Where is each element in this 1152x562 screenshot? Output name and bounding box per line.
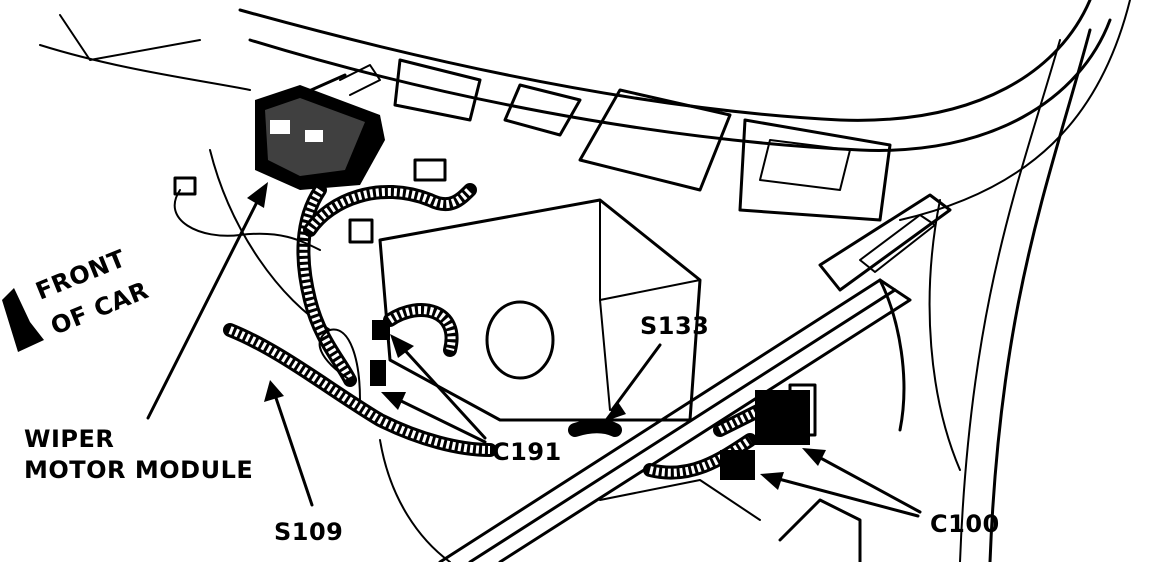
leader-arrows — [146, 182, 922, 518]
arrow-head-s133 — [603, 402, 626, 422]
connector-c100-b — [720, 450, 755, 480]
arrow-head-c100-a — [802, 448, 826, 466]
vent-opening-mid — [503, 83, 582, 137]
arrow-head-wiper — [247, 182, 268, 208]
arrow-head-s109 — [264, 380, 284, 402]
arrow-head-c100-b — [760, 472, 784, 490]
access-hole — [485, 300, 555, 380]
cross-brace — [438, 193, 952, 562]
wiper-motor-module — [255, 64, 385, 190]
connectors — [173, 158, 817, 480]
front-of-car-arrow-icon — [2, 288, 44, 352]
connector-clip — [413, 158, 447, 182]
arrow-head-c191-b — [381, 392, 406, 410]
connector-c191-a — [370, 360, 386, 386]
c100-label: C100 — [930, 510, 1000, 538]
arrow-head-c191-a — [390, 334, 414, 358]
c191-label: C191 — [492, 438, 562, 466]
vent-opening-left — [393, 58, 482, 122]
connector-c191-b — [372, 320, 390, 340]
vent-opening-right — [738, 118, 892, 222]
wiper-label-line1: WIPER — [24, 425, 114, 453]
s109-label: S109 — [274, 518, 343, 546]
wiper-label-line2: MOTOR MODULE — [24, 456, 253, 484]
connector-c100-a — [755, 390, 810, 445]
s133-label: S133 — [640, 312, 709, 340]
vent-opening-center — [578, 88, 732, 192]
connector-small — [348, 218, 374, 244]
wiring-harness — [173, 183, 787, 480]
